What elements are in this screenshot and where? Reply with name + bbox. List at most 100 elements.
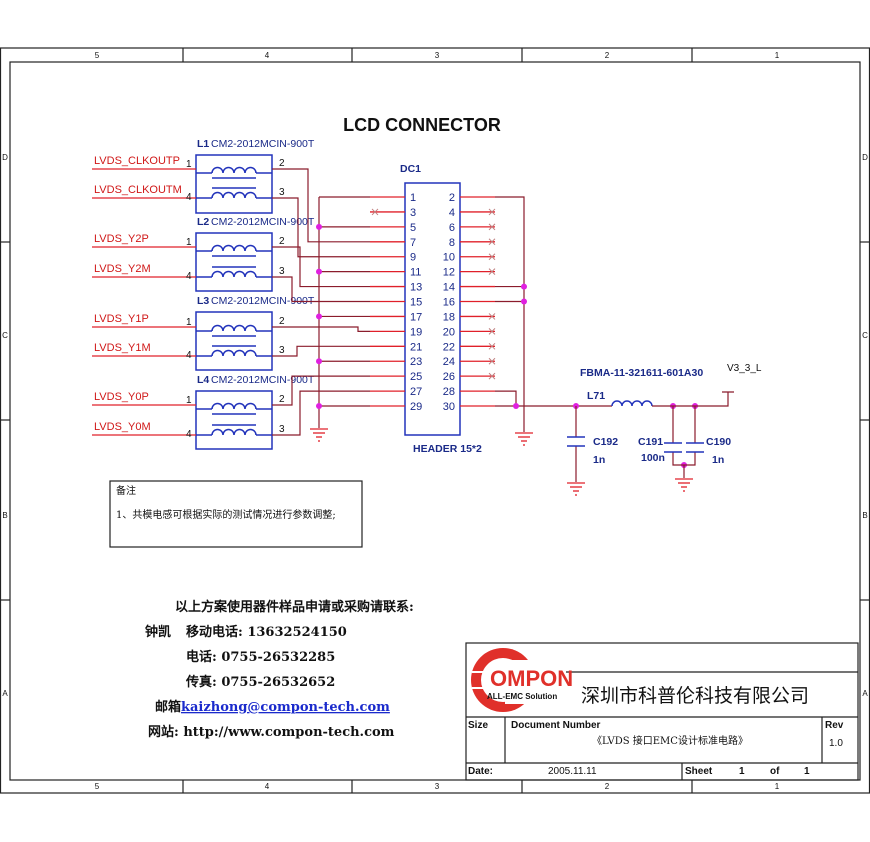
notes-item: 1、共模电感可根据实际的测试情况进行参数调整; <box>116 508 336 521</box>
wire <box>272 168 370 243</box>
choke-part: CM2-2012MCIN-900T <box>211 374 315 386</box>
pin-number: 3 <box>410 207 416 219</box>
choke-ref: L4 <box>197 374 209 386</box>
no-connect-icon <box>488 357 496 365</box>
net-label: LVDS_Y0P <box>94 391 149 403</box>
pin-number: 22 <box>443 341 455 353</box>
wire <box>272 345 370 357</box>
contact-website[interactable]: 网站: http://www.compon-tech.com <box>148 724 395 740</box>
cap-value: 1n <box>593 454 605 466</box>
pin-number: 2 <box>279 316 285 327</box>
contact-name: 钟凯 <box>145 624 171 640</box>
notes-heading: 备注 <box>116 484 136 497</box>
doc-number-label: Document Number <box>511 720 601 731</box>
wiring <box>272 168 698 468</box>
date-label: Date: <box>468 766 493 777</box>
logo-subtext: ALL-EMC Solution <box>487 692 557 701</box>
zone-row-label: D <box>862 153 868 162</box>
contact-mobile: 移动电话: 13632524150 <box>186 624 347 640</box>
cap-ref: C190 <box>706 436 731 448</box>
wire <box>495 196 525 432</box>
net-label: LVDS_Y2M <box>94 263 151 275</box>
contact-email-link[interactable]: kaizhong@compon-tech.com <box>181 700 390 715</box>
pin-number: 6 <box>449 222 455 234</box>
pin-number: 23 <box>410 356 422 368</box>
junction-dot <box>316 268 322 275</box>
coil-icon <box>211 270 257 278</box>
pin-number: 8 <box>449 237 455 249</box>
pin-number: 15 <box>410 297 422 309</box>
zone-row-label: A <box>862 689 868 698</box>
pin-number: 4 <box>186 350 192 361</box>
zone-row-label: B <box>2 511 7 520</box>
choke-part: CM2-2012MCIN-900T <box>211 216 315 228</box>
pin-number: 7 <box>410 237 416 249</box>
junction-dot <box>316 223 322 230</box>
no-connect-icon <box>488 328 496 335</box>
rev-value: 1.0 <box>829 738 843 749</box>
no-connect-icon <box>488 313 496 320</box>
choke-part: CM2-2012MCIN-900T <box>211 138 315 150</box>
pin-number: 3 <box>279 345 285 356</box>
pin-number: 5 <box>410 222 416 234</box>
connector-ref: DC1 <box>400 163 421 175</box>
junction-dot <box>316 313 322 320</box>
ferrite-bead-icon <box>611 400 653 407</box>
coil-icon <box>211 191 257 199</box>
notes-box <box>109 480 363 548</box>
choke-body <box>195 311 273 371</box>
pin-number: 20 <box>443 326 455 338</box>
doc-number: 《LVDS 接口EMC设计标准电路》 <box>592 734 748 747</box>
pin-number: 26 <box>443 371 455 383</box>
wire <box>272 390 370 436</box>
pin-number: 14 <box>443 282 455 294</box>
zone-column-label: 3 <box>435 782 440 791</box>
connector-name: HEADER 15*2 <box>413 443 482 455</box>
pin-number: 27 <box>410 386 422 398</box>
rev-label: Rev <box>825 720 844 731</box>
inner-border <box>9 61 861 781</box>
pin-number: 1 <box>186 317 192 328</box>
junction-dot <box>513 403 519 410</box>
junction-dot <box>316 403 322 410</box>
zone-row-label: C <box>2 331 8 340</box>
pin-number: 4 <box>186 271 192 282</box>
zone-column-label: 1 <box>775 782 780 791</box>
contact-email-label: 邮箱 <box>155 699 181 715</box>
wire <box>272 197 370 258</box>
choke-body <box>195 154 273 214</box>
pin-number: 4 <box>449 207 455 219</box>
pin-number: 24 <box>443 356 455 368</box>
contact-fax: 传真: 0755-26532652 <box>185 674 335 690</box>
zone-column-label: 1 <box>775 51 780 60</box>
net-label: LVDS_Y1M <box>94 342 151 354</box>
net-label: LVDS_CLKOUTM <box>94 184 182 196</box>
capacitor-icon <box>567 436 585 447</box>
power-filter: FBMA-11-321611-601A30L71V3_3_LC1921nC191… <box>567 363 762 496</box>
pin-number: 1 <box>186 237 192 248</box>
coil-icon <box>211 244 257 252</box>
wire <box>272 375 370 406</box>
no-connect-icon <box>488 342 496 350</box>
cap-ref: C191 <box>638 436 663 448</box>
no-connect-icon <box>488 253 496 261</box>
zone-row-label: B <box>862 511 867 520</box>
coil-icon <box>211 324 257 332</box>
sheet-number: 1 <box>739 766 745 777</box>
zone-row-label: D <box>2 153 8 162</box>
pin-number: 30 <box>443 401 455 413</box>
ferrite-bead-ref: L71 <box>587 390 605 402</box>
coil-icon <box>211 166 257 174</box>
connector-body <box>404 182 461 436</box>
no-connect-icon <box>488 208 496 216</box>
wire <box>272 246 370 288</box>
power-wire <box>652 391 734 407</box>
coil-icon <box>211 402 257 410</box>
pin-number: 29 <box>410 401 422 413</box>
pin-number: 3 <box>279 187 285 198</box>
wire <box>318 196 370 428</box>
date-value: 2005.11.11 <box>548 766 597 777</box>
